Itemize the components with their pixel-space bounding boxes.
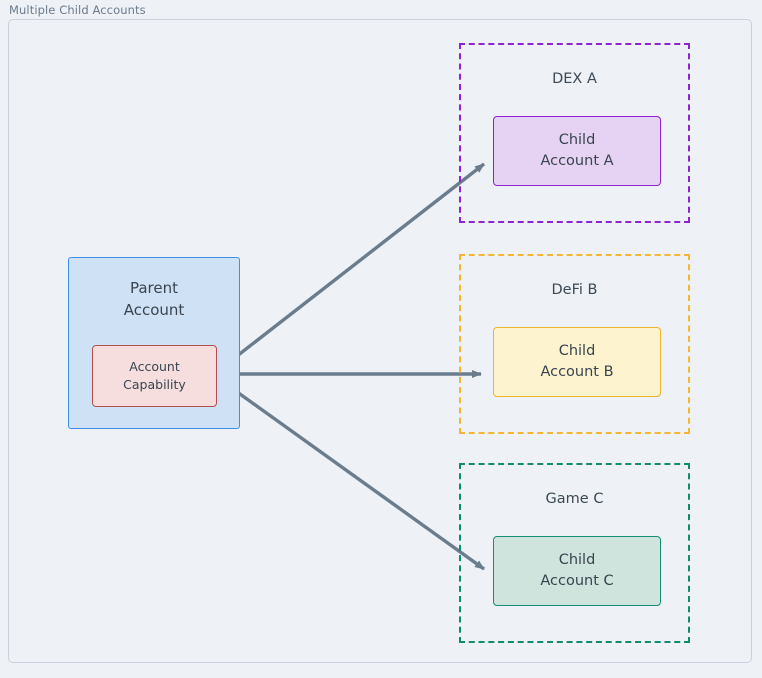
- cluster-defi-b: DeFi B: [459, 254, 690, 434]
- node-child-account-c[interactable]: Child Account C: [493, 536, 661, 606]
- child-account-b-label-line1: Child: [558, 342, 596, 359]
- parent-account-label-line1: Parent: [129, 279, 179, 297]
- cluster-label-defi-b: DeFi B: [551, 282, 598, 298]
- account-capability-label-line2: Capability: [123, 377, 186, 392]
- node-child-account-b[interactable]: Child Account B: [493, 327, 661, 397]
- account-capability-label-line1: Account: [129, 358, 180, 374]
- child-account-b-label-line2: Account B: [540, 364, 614, 380]
- child-account-c-label-line2: Account C: [540, 573, 614, 589]
- child-account-a-label-line2: Account A: [540, 153, 614, 169]
- child-account-a-label-line1: Child: [558, 131, 596, 148]
- node-account-capability[interactable]: Account Capability: [92, 345, 217, 407]
- cluster-label-game-c: Game C: [545, 491, 604, 507]
- panel-title: Multiple Child Accounts: [9, 3, 146, 17]
- cluster-game-c: Game C: [459, 463, 690, 643]
- cluster-label-dex-a: DEX A: [552, 71, 597, 87]
- node-child-account-a[interactable]: Child Account A: [493, 116, 661, 186]
- child-account-c-label-line1: Child: [558, 551, 596, 568]
- parent-account-label-line2: Account: [123, 300, 185, 319]
- cluster-dex-a: DEX A: [459, 43, 690, 223]
